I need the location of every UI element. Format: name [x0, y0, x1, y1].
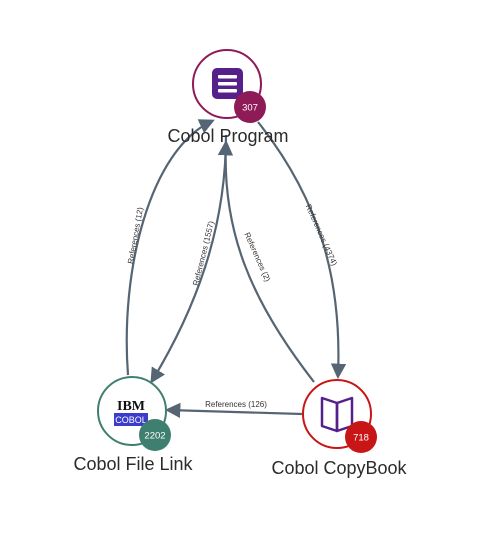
node-label: Cobol CopyBook	[271, 458, 407, 478]
badge-count: 718	[353, 433, 369, 444]
edges	[125, 119, 347, 419]
edge-label-copybook-to-filelink: References (126)	[205, 400, 267, 409]
count-badge-copybook: 718	[345, 421, 377, 453]
edge-program-to-filelink[interactable]	[150, 134, 228, 384]
edge-copybook-to-program[interactable]	[217, 139, 315, 383]
edge-label-filelink-to-program: References (12)	[126, 206, 145, 264]
edge-copybook-to-filelink[interactable]	[164, 402, 303, 419]
icon-text-ibm: IBM	[117, 399, 145, 414]
count-badge-filelink: 2202	[139, 419, 171, 451]
node-cobol-file-link[interactable]: IBM COBOL 2202 Cobol File Link	[73, 376, 194, 474]
badge-count: 307	[242, 103, 258, 114]
node-cobol-copybook[interactable]: 718 Cobol CopyBook	[271, 379, 408, 478]
node-label: Cobol File Link	[73, 454, 193, 474]
edge-program-to-copybook[interactable]	[257, 121, 347, 380]
edge-labels: References (12) References (1557) Refere…	[126, 203, 339, 409]
icon-text-cobol: COBOL	[115, 415, 147, 425]
node-cobol-program[interactable]: 307 Cobol Program	[167, 49, 289, 146]
cobol-program-icon	[212, 68, 243, 99]
edge-label-program-to-copybook: References (4374)	[304, 203, 339, 267]
badge-count: 2202	[144, 431, 165, 442]
count-badge-program: 307	[234, 91, 266, 123]
edge-filelink-to-program[interactable]	[125, 119, 215, 376]
node-label: Cobol Program	[167, 126, 288, 146]
edge-label-copybook-to-program: References (2)	[242, 231, 272, 283]
ibm-cobol-icon: IBM COBOL	[114, 399, 148, 426]
edge-label-program-to-filelink: References (1557)	[191, 220, 216, 287]
